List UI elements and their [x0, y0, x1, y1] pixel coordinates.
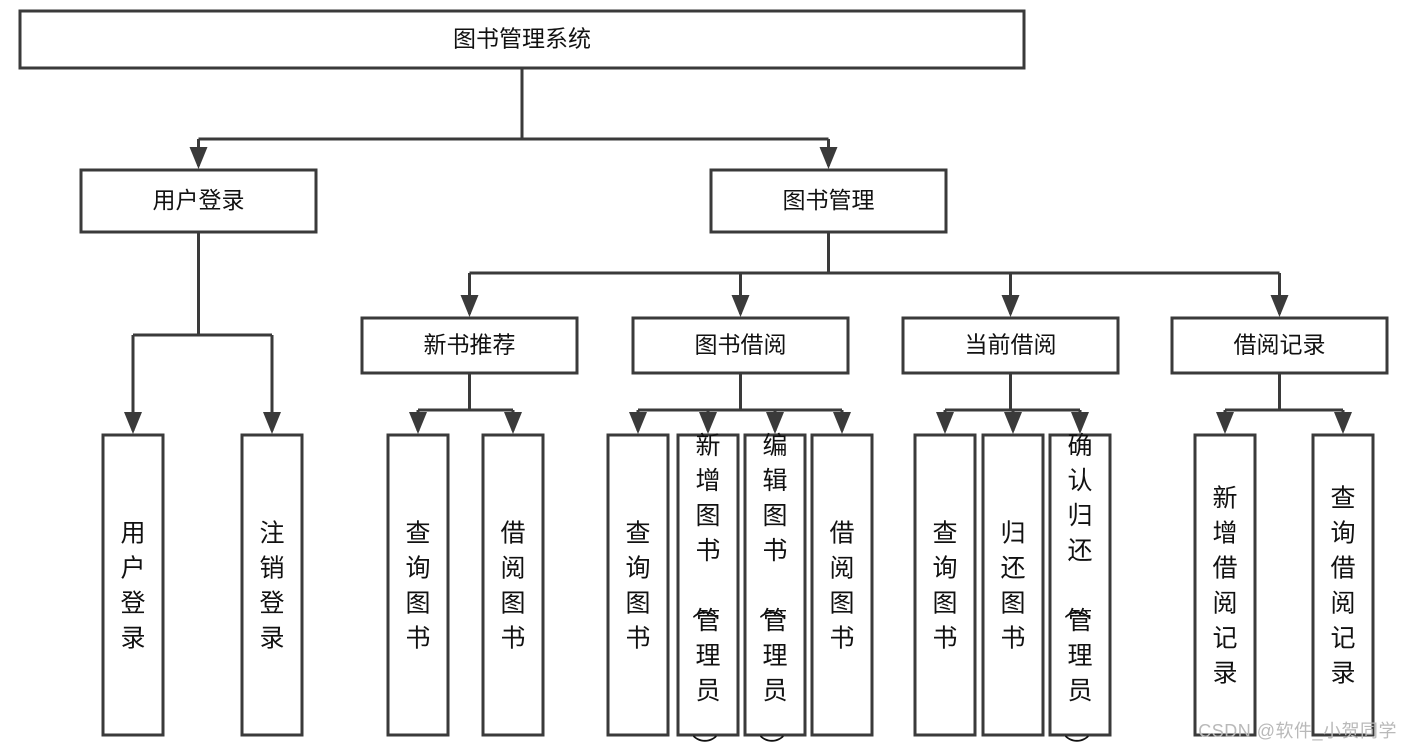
node-label: 新书推荐: [424, 332, 516, 358]
arrow-head-icon: [1004, 412, 1022, 434]
node-leaf-0[interactable]: 用户登录: [101, 433, 165, 737]
node-leaf-12[interactable]: 查询借阅记录: [1311, 433, 1375, 737]
node-rect: [676, 433, 740, 737]
node-rect: [709, 168, 948, 234]
node-label: 用户登录: [153, 187, 245, 213]
node-leaf-6[interactable]: 编辑图书（管理员）: [743, 432, 807, 747]
node-rect: [901, 316, 1120, 375]
node-rect: [79, 168, 318, 234]
node-rect: [1048, 433, 1112, 737]
node-label: 当前借阅: [965, 332, 1057, 358]
node-rect: [1193, 433, 1257, 737]
node-label: 借阅图书: [500, 520, 525, 653]
node-rect: [631, 316, 850, 375]
node-leaf-4[interactable]: 查询图书: [606, 433, 670, 737]
node-label: 新增图书（管理员）: [689, 432, 720, 747]
arrow-head-icon: [1216, 412, 1234, 434]
arrow-head-icon: [1270, 295, 1289, 317]
node-leaf-3[interactable]: 借阅图书: [481, 433, 545, 737]
node-label: 图书借阅: [695, 332, 787, 358]
node-rect: [18, 9, 1026, 70]
node-level3-1[interactable]: 图书借阅: [631, 316, 850, 375]
node-leaf-7[interactable]: 借阅图书: [810, 433, 874, 737]
node-rect: [1170, 316, 1389, 375]
node-rect: [606, 433, 670, 737]
node-label: 借阅记录: [1234, 332, 1326, 358]
node-root-图书管理系统[interactable]: 图书管理系统: [18, 9, 1026, 70]
node-label: 新增借阅记录: [1212, 485, 1237, 688]
node-rect: [360, 316, 579, 375]
connectors-layer: [124, 68, 1352, 434]
node-leaf-5[interactable]: 新增图书（管理员）: [676, 432, 740, 747]
arrow-head-icon: [936, 412, 954, 434]
node-level3-0[interactable]: 新书推荐: [360, 316, 579, 375]
node-label: 图书管理系统: [453, 26, 591, 52]
node-label: 确认归还（管理员）: [1061, 432, 1092, 747]
node-rect: [481, 433, 545, 737]
arrow-head-icon: [699, 412, 717, 434]
node-level2-1[interactable]: 图书管理: [709, 168, 948, 234]
arrow-head-icon: [833, 412, 851, 434]
node-rect: [981, 433, 1045, 737]
arrow-head-icon: [731, 295, 750, 317]
node-level3-2[interactable]: 当前借阅: [901, 316, 1120, 375]
node-rect: [240, 433, 304, 737]
node-label: 查询图书: [405, 520, 430, 653]
arrow-head-icon: [189, 147, 208, 169]
node-leaf-8[interactable]: 查询图书: [913, 433, 977, 737]
arrow-head-icon: [819, 147, 838, 169]
node-label: 归还图书: [1000, 520, 1025, 653]
node-label: 用户登录: [120, 520, 145, 653]
node-leaf-2[interactable]: 查询图书: [386, 433, 450, 737]
node-label: 查询图书: [625, 520, 650, 653]
arrow-head-icon: [124, 412, 142, 434]
node-label: 借阅图书: [829, 520, 854, 653]
node-label: 注销登录: [259, 520, 284, 653]
node-label: 图书管理: [783, 187, 875, 213]
arrow-head-icon: [629, 412, 647, 434]
node-rect: [1311, 433, 1375, 737]
arrow-head-icon: [1001, 295, 1020, 317]
node-leaf-1[interactable]: 注销登录: [240, 433, 304, 737]
node-rect: [101, 433, 165, 737]
watermark-label: CSDN @软件_小贺同学: [1198, 721, 1397, 741]
node-rect: [810, 433, 874, 737]
arrow-head-icon: [409, 412, 427, 434]
node-label: 查询借阅记录: [1330, 485, 1355, 688]
arrow-head-icon: [1334, 412, 1352, 434]
nodes-layer: 图书管理系统用户登录图书管理新书推荐图书借阅当前借阅借阅记录用户登录注销登录查询…: [18, 9, 1389, 747]
node-rect: [913, 433, 977, 737]
arrow-head-icon: [504, 412, 522, 434]
arrow-head-icon: [766, 412, 784, 434]
arrow-head-icon: [1071, 412, 1089, 434]
node-label: 编辑图书（管理员）: [756, 432, 787, 747]
node-level3-3[interactable]: 借阅记录: [1170, 316, 1389, 375]
node-leaf-9[interactable]: 归还图书: [981, 433, 1045, 737]
node-rect: [743, 433, 807, 737]
node-rect: [386, 433, 450, 737]
arrow-head-icon: [460, 295, 479, 317]
node-leaf-11[interactable]: 新增借阅记录: [1193, 433, 1257, 737]
node-label: 查询图书: [932, 520, 957, 653]
node-level2-0[interactable]: 用户登录: [79, 168, 318, 234]
arrow-head-icon: [263, 412, 281, 434]
node-leaf-10[interactable]: 确认归还（管理员）: [1048, 432, 1112, 747]
